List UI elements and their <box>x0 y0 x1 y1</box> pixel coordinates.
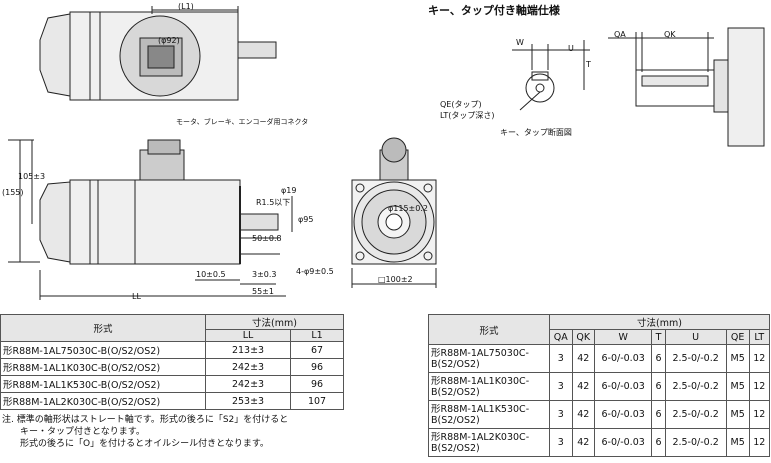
u-cell: 2.5-0/-0.2 <box>664 344 727 373</box>
note-line-1: 注. 標準の軸形状はストレート軸です。形式の後ろに「S2」を付けると <box>2 415 289 425</box>
w-cell: 6-0/-0.03 <box>593 400 653 429</box>
qk-col-header: QK <box>571 329 595 345</box>
dim155-label: (155) <box>2 188 24 197</box>
qe-cell: M5 <box>725 372 750 401</box>
model-cell: 形R88M-1AL1K530C-B(O/S2/OS2) <box>0 375 206 393</box>
table2-dim-header: 寸法(mm) <box>549 314 770 330</box>
ll-cell: 242±3 <box>204 375 292 393</box>
qk-label: QK <box>664 30 676 39</box>
qk-cell: 42 <box>571 344 595 373</box>
qk-cell: 42 <box>571 428 595 457</box>
t-cell: 6 <box>651 400 666 429</box>
u-cell: 2.5-0/-0.2 <box>664 372 727 401</box>
w-label: W <box>516 38 524 47</box>
table2-model-header: 形式 <box>428 314 550 345</box>
note-line-3: 形式の後ろに「O」を付けるとオイルシール付きとなります。 <box>20 439 269 449</box>
u-cell: 2.5-0/-0.2 <box>664 400 727 429</box>
ll-cell: 242±3 <box>204 358 292 376</box>
sq100-label: □100±2 <box>378 275 413 284</box>
qe-label: QE(タップ) <box>440 100 482 109</box>
l1-cell: 96 <box>290 358 344 376</box>
r15-label: R1.5以下 <box>256 198 291 207</box>
model-cell: 形R88M-1AL1K530C-B(S2/OS2) <box>428 400 550 429</box>
l1-cell: 107 <box>290 392 344 410</box>
connector-label: モータ、ブレーキ、エンコーダ用コネクタ <box>176 118 309 126</box>
qk-cell: 42 <box>571 400 595 429</box>
lt-cell: 12 <box>748 372 771 401</box>
model-cell: 形R88M-1AL1K030C-B(O/S2/OS2) <box>0 358 206 376</box>
model-cell: 形R88M-1AL75030C-B(S2/OS2) <box>428 344 550 373</box>
qa-cell: 3 <box>549 428 573 457</box>
l1-cell: 67 <box>290 341 344 359</box>
ll-cell: 213±3 <box>204 341 292 359</box>
qe-cell: M5 <box>725 428 750 457</box>
w-col-header: W <box>593 329 653 345</box>
table-row: 形R88M-1AL1K530C-B(S2/OS2) 3 42 6-0/-0.03… <box>428 400 771 429</box>
phi92-label: (φ92) <box>158 36 180 45</box>
phi19-label: φ19 <box>281 186 297 195</box>
table-row: 形R88M-1AL2K030C-B(S2/OS2) 3 42 6-0/-0.03… <box>428 428 771 457</box>
ll-cell: 253±3 <box>204 392 292 410</box>
table-row: 形R88M-1AL1K030C-B(S2/OS2) 3 42 6-0/-0.03… <box>428 372 771 401</box>
qa-cell: 3 <box>549 344 573 373</box>
l1-dim-label: (L1) <box>178 2 194 11</box>
qk-cell: 42 <box>571 372 595 401</box>
t-col-header: T <box>651 329 666 345</box>
note-line-2: キー・タップ付きとなります。 <box>20 427 145 437</box>
u-col-header: U <box>664 329 727 345</box>
lt-col-header: LT <box>748 329 771 345</box>
model-cell: 形R88M-1AL2K030C-B(O/S2/OS2) <box>0 392 206 410</box>
w-cell: 6-0/-0.03 <box>593 372 653 401</box>
key-section-label: キー、タップ断面図 <box>500 128 572 137</box>
lt-cell: 12 <box>748 400 771 429</box>
model-cell: 形R88M-1AL75030C-B(O/S2/OS2) <box>0 341 206 359</box>
qe-cell: M5 <box>725 400 750 429</box>
u-label: U <box>568 44 574 53</box>
qe-col-header: QE <box>725 329 750 345</box>
ll-label: LL <box>132 292 141 301</box>
dim10-label: 10±0.5 <box>196 270 226 279</box>
dimension-table-key: 形式 寸法(mm) QA QK W T U QE LT 形R88M-1AL750… <box>428 314 771 457</box>
phi95-label: φ95 <box>298 215 314 224</box>
dim105-label: 105±3 <box>18 172 46 181</box>
dim55-label: 55±1 <box>252 287 274 296</box>
table-row: 形R88M-1AL75030C-B(S2/OS2) 3 42 6-0/-0.03… <box>428 344 771 373</box>
qa-label: QA <box>614 30 626 39</box>
model-cell: 形R88M-1AL1K030C-B(S2/OS2) <box>428 372 550 401</box>
t-cell: 6 <box>651 428 666 457</box>
phi115-label: φ115±0.2 <box>388 204 428 213</box>
table1-dim-header: 寸法(mm) <box>205 314 344 330</box>
holes-label: 4-φ9±0.5 <box>296 267 334 276</box>
table1-model-header: 形式 <box>0 314 206 342</box>
w-cell: 6-0/-0.03 <box>593 344 653 373</box>
w-cell: 6-0/-0.03 <box>593 428 653 457</box>
t-cell: 6 <box>651 344 666 373</box>
t-label: T <box>586 60 591 69</box>
dim3-label: 3±0.3 <box>252 270 277 279</box>
t-cell: 6 <box>651 372 666 401</box>
table1-ll-header: LL <box>204 329 292 342</box>
key-tap-spec-title: キー、タップ付き軸端仕様 <box>428 4 560 17</box>
dim50-label: 50±0.8 <box>252 234 282 243</box>
qe-cell: M5 <box>725 344 750 373</box>
lt-label: LT(タップ深さ) <box>440 111 495 120</box>
u-cell: 2.5-0/-0.2 <box>664 428 727 457</box>
l1-cell: 96 <box>290 375 344 393</box>
lt-cell: 12 <box>748 344 771 373</box>
qa-col-header: QA <box>549 329 573 345</box>
lt-cell: 12 <box>748 428 771 457</box>
table1-l1-header: L1 <box>290 329 344 342</box>
dimension-table-ll: 形式 寸法(mm) LL L1 形R88M-1AL75030C-B(O/S2/O… <box>0 314 344 410</box>
qa-cell: 3 <box>549 372 573 401</box>
qa-cell: 3 <box>549 400 573 429</box>
model-cell: 形R88M-1AL2K030C-B(S2/OS2) <box>428 428 550 457</box>
